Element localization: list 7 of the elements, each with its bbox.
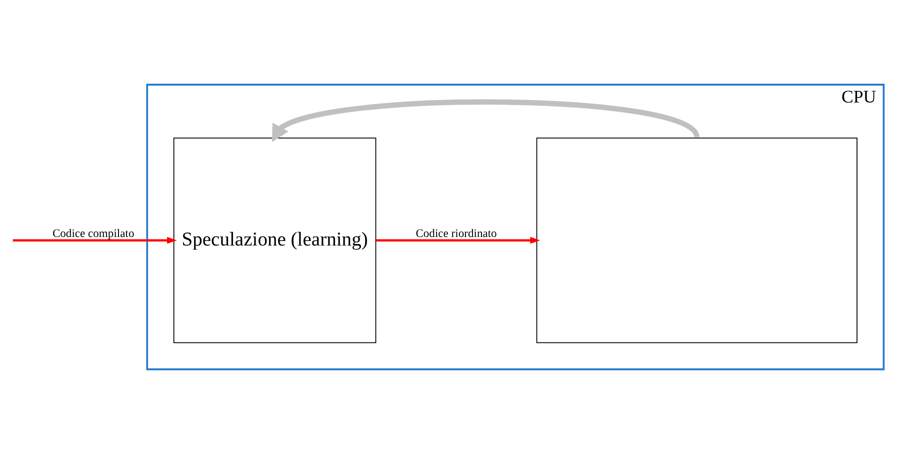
edge-label: Codice compilato [52, 227, 134, 240]
arrow [272, 99, 700, 142]
node-box: Speculazione (learning) [173, 138, 376, 344]
edge-label: Codice riordinato [416, 227, 497, 240]
arrow [376, 236, 540, 244]
arrow [12, 236, 177, 244]
node-box [536, 138, 858, 344]
